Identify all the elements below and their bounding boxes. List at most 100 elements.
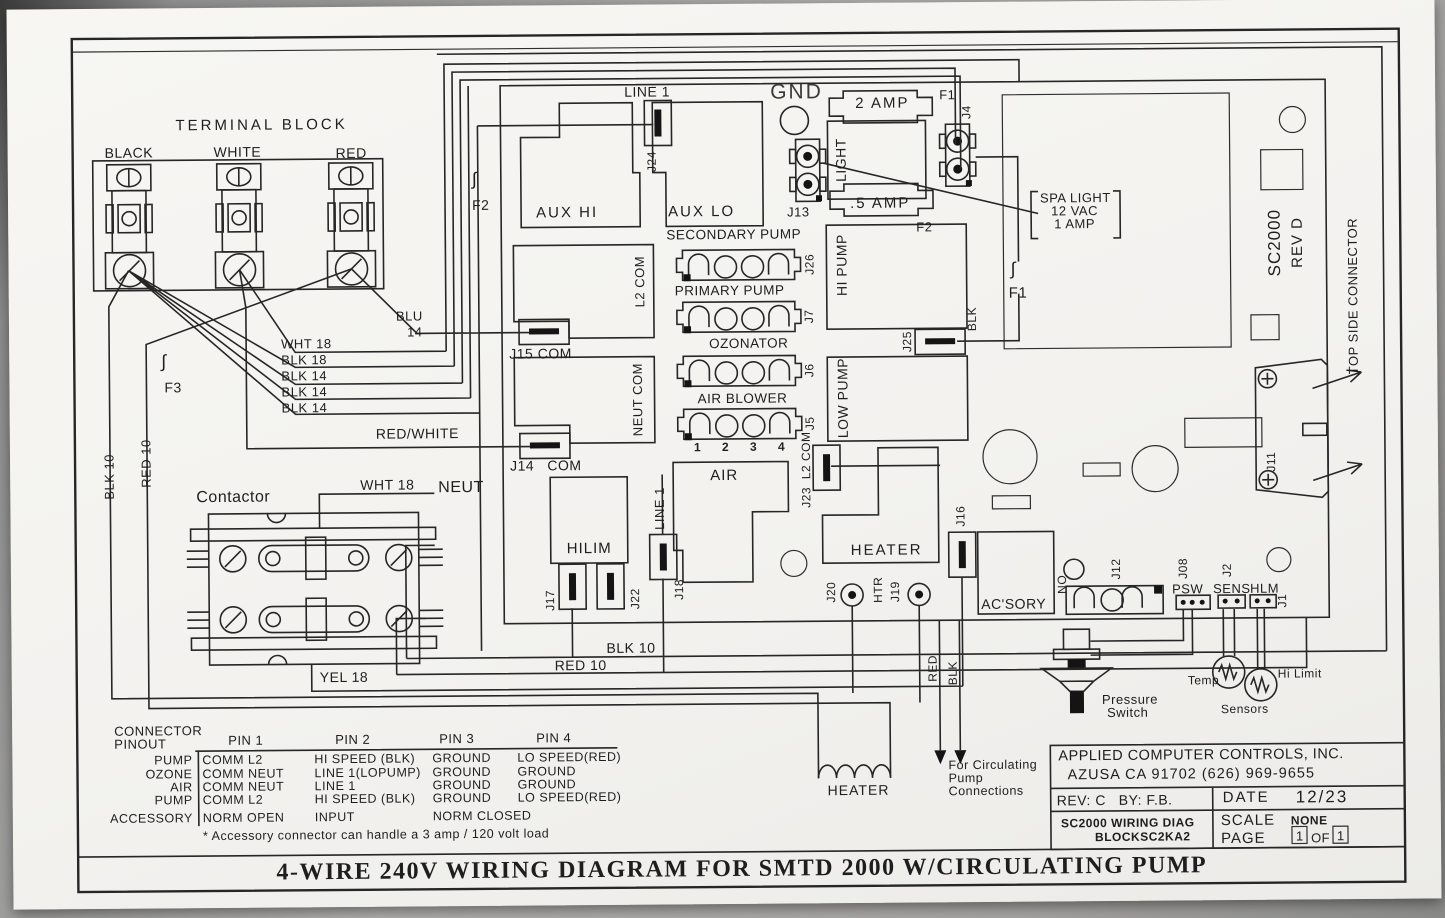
pinout-cell: GROUND [517, 764, 577, 779]
j16-label: J16 [953, 505, 968, 527]
wire-blu-gauge: 14 [406, 324, 423, 340]
doc-number-1: SC2000 WIRING DIAG [1060, 815, 1195, 831]
pinout-cell: GROUND [432, 777, 492, 793]
light-label: LIGHT [832, 138, 849, 183]
relay-blocks [512, 89, 1123, 618]
circ-note-1: For Circulating [948, 757, 1038, 773]
connectors [518, 99, 1329, 618]
fuse-half-amp-label: .5 AMP [849, 194, 911, 213]
page-of-label: OF [1310, 830, 1331, 846]
neut-com-label: NEUT COM [629, 363, 646, 437]
l2-com-label: L2 COM [631, 255, 648, 308]
j14-com-label: J14 COM [510, 457, 582, 474]
pinout-cell: GROUND [432, 750, 491, 766]
wire-neut: NEUT [438, 478, 484, 497]
j15-com-label: J15 COM [509, 345, 572, 362]
pinout-cell: HI SPEED (BLK) [314, 791, 416, 807]
wire-blk14-2: BLK 14 [281, 384, 328, 400]
pinout-cell: GROUND [432, 790, 492, 806]
gnd-label: GND [770, 80, 823, 104]
table-rules [195, 742, 1405, 856]
temp-label: Temp [1187, 673, 1220, 688]
page-label: PAGE [1220, 829, 1266, 848]
wire-blu: BLU [395, 308, 423, 324]
wire-blk14-3: BLK 14 [281, 400, 328, 416]
rev-value: REV: C [1056, 792, 1106, 809]
no-label: NO [1054, 574, 1070, 594]
sc2000-label: SC2000 [1264, 208, 1285, 277]
diagram-paper: TERMINAL BLOCK BLACK WHITE RED WHT 18 BL… [6, 0, 1442, 910]
date-value: 12/23 [1295, 787, 1349, 807]
pinout-cell: GROUND [432, 764, 492, 780]
pinout-heading-2: PINOUT [114, 736, 167, 752]
aux-lo-label: AUX LO [668, 202, 736, 221]
wire-blk14-1: BLK 14 [281, 368, 328, 384]
scale-value: NONE [1290, 813, 1328, 828]
pinout-cell: NORM OPEN [202, 810, 285, 826]
pinout-row-name: PUMP [154, 753, 193, 768]
j6-label: J6 [802, 363, 817, 378]
fuse-f2-left-label: F2 [471, 196, 490, 213]
company-address: AZUSA CA 91702 (626) 969-9655 [1067, 765, 1316, 784]
company-name: APPLIED COMPUTER CONTROLS, INC. [1058, 746, 1344, 765]
terminal-white-label: WHITE [213, 143, 262, 160]
f1-top-label: F1 [939, 87, 956, 103]
pinout-cell: COMM L2 [202, 752, 263, 768]
f2-mid-label: F2 [916, 219, 933, 235]
contactor-title: Contactor [196, 488, 271, 507]
page-num: 1 [1295, 828, 1304, 844]
j7-label: J7 [801, 309, 816, 324]
j5-label: J5 [802, 416, 817, 431]
pinout-cell: INPUT [314, 809, 355, 825]
scale-label: SCALE [1220, 811, 1276, 830]
pinout-cell: LO SPEED(RED) [517, 749, 622, 765]
pinout-cell: HI SPEED (BLK) [314, 751, 416, 767]
wires-graphic [107, 47, 1388, 784]
pin-3: 3 [749, 439, 758, 454]
pinout-note: * Accessory connector can handle a 3 amp… [202, 826, 550, 844]
top-side-connector-label: TOP SIDE CONNECTOR [1344, 217, 1361, 375]
date-label: DATE [1222, 788, 1270, 807]
pinout-cell: LINE 1 [314, 778, 356, 794]
j26-label: J26 [802, 253, 817, 275]
secondary-pump-label: SECONDARY PUMP [666, 226, 802, 243]
aux-hi-label: AUX HI [536, 203, 599, 222]
pinout-row-name: PUMP [154, 793, 193, 808]
pinout-cell: NORM CLOSED [432, 808, 532, 824]
fuse-f1-mid-glyph: ∫ [1010, 258, 1017, 279]
j23-l2com-label: L2 COM [798, 431, 814, 480]
terminal-red-label: RED [335, 144, 367, 162]
hilim-label: HILIM [566, 539, 612, 558]
j23-label: J23 [799, 486, 814, 508]
side-connector-j11 [1255, 359, 1328, 498]
circuit-board-graphic [500, 79, 1329, 623]
by-value: BY: F.B. [1118, 791, 1173, 808]
pin-4: 4 [777, 439, 786, 454]
j25-label: J25 [900, 331, 915, 353]
fuse-f3-label: F3 [164, 379, 182, 396]
f1-mid-label: F1 [1008, 284, 1028, 302]
circ-note-3: Connections [948, 783, 1024, 799]
fuse-f3-glyph: ∫ [161, 351, 167, 372]
j1-label: J1 [1275, 593, 1290, 608]
wire-red10-left: RED 10 [138, 439, 154, 488]
j2-label: J2 [1219, 563, 1234, 577]
pinout-cell: COMM L2 [202, 792, 264, 808]
blk-circ-label: BLK [945, 661, 960, 686]
terminal-block-title: TERMINAL BLOCK [175, 115, 348, 135]
j17-label: J17 [543, 589, 558, 611]
pin-1: 1 [693, 440, 702, 455]
heater-coil-label: HEATER [827, 781, 890, 799]
fuse-2amp-label: 2 AMP [855, 94, 910, 112]
wire-blk18: BLK 18 [281, 352, 327, 368]
pinout-col-3: PIN 3 [439, 730, 475, 747]
j11-label: J11 [1263, 451, 1279, 472]
wiring-artwork [6, 0, 1445, 918]
contactor-graphic [186, 512, 443, 665]
terminal-block-graphic [93, 159, 384, 291]
rev-d-label: REV D [1288, 217, 1307, 268]
j24-label: J24 [644, 151, 659, 173]
heater-relay-label: HEATER [850, 541, 923, 560]
pinout-col-4: PIN 4 [536, 730, 572, 746]
